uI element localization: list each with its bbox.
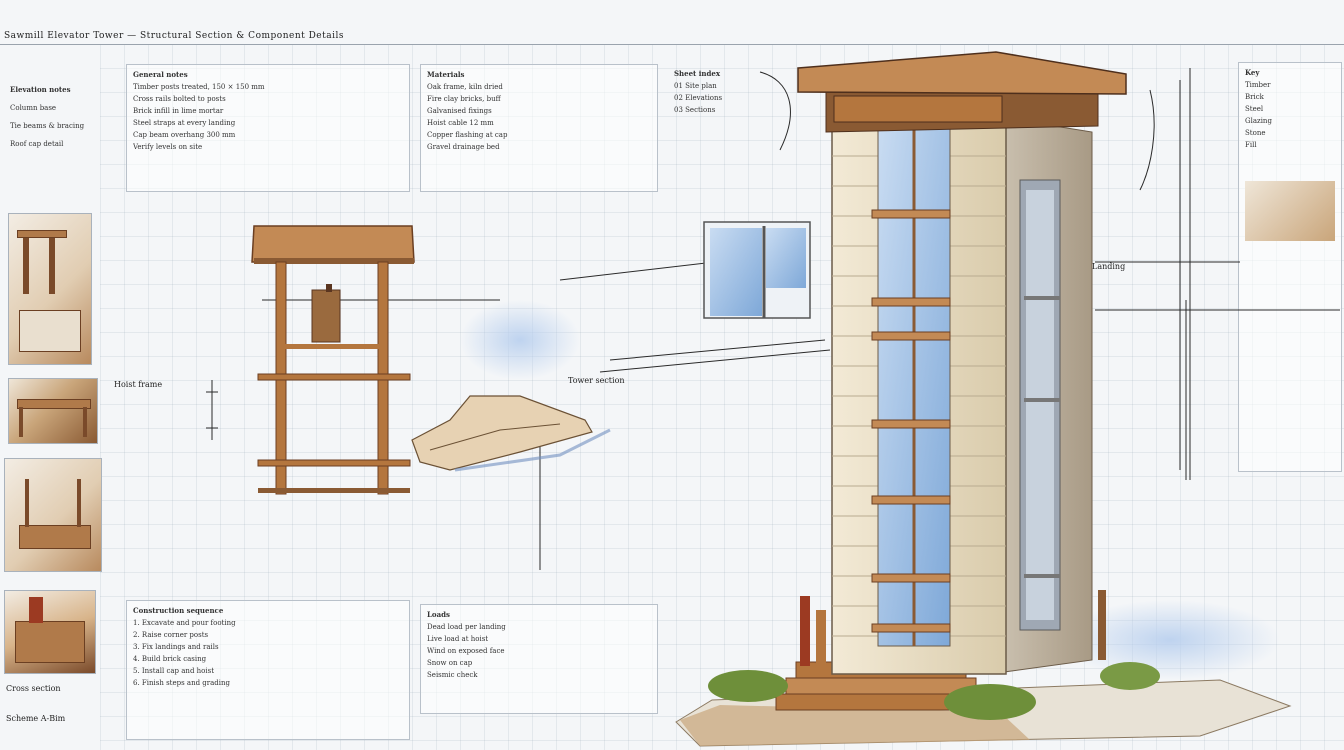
notes-line: Gravel drainage bed bbox=[427, 143, 500, 151]
notes-heading: Key bbox=[1245, 68, 1260, 77]
callout-label: Tower section bbox=[568, 376, 625, 385]
notes-line: 5. Install cap and hoist bbox=[133, 667, 215, 675]
sidebar-header-line: Elevation notes bbox=[10, 85, 71, 94]
dimension-ticks bbox=[206, 300, 1187, 480]
sidebar-header-line: Roof cap detail bbox=[10, 140, 64, 148]
notes-heading: Construction sequence bbox=[133, 606, 224, 615]
notes-line: Stone bbox=[1245, 129, 1266, 137]
sidebar-footer-line: Scheme A-Bim bbox=[6, 714, 66, 723]
sidebar-header: Elevation notes Column base Tie beams & … bbox=[4, 80, 94, 198]
title-strip: Sawmill Elevator Tower — Structural Sect… bbox=[0, 28, 1344, 45]
notes-line: Wind on exposed face bbox=[427, 647, 505, 655]
notes-bottom-sequence: Construction sequence 1. Excavate and po… bbox=[126, 600, 410, 740]
notes-line: Cap beam overhang 300 mm bbox=[133, 131, 236, 139]
notes-line: Steel bbox=[1245, 105, 1264, 113]
notes-line: Hoist cable 12 mm bbox=[427, 119, 494, 127]
notes-heading: Sheet index bbox=[674, 69, 720, 78]
callout-label: Landing bbox=[1092, 262, 1126, 271]
notes-line: Timber posts treated, 150 × 150 mm bbox=[133, 83, 265, 91]
title-strip-text: Sawmill Elevator Tower — Structural Sect… bbox=[4, 31, 344, 41]
notes-line: Galvanised fixings bbox=[427, 107, 492, 115]
notes-panel-materials: Materials Oak frame, kiln dried Fire cla… bbox=[420, 64, 658, 192]
thumbnail-base-footing[interactable] bbox=[4, 458, 102, 572]
notes-line: Brick bbox=[1245, 93, 1264, 101]
notes-line: Snow on cap bbox=[427, 659, 473, 667]
notes-line: Seismic check bbox=[427, 671, 478, 679]
notes-line: 6. Finish steps and grading bbox=[133, 679, 231, 687]
notes-panel-general: General notes Timber posts treated, 150 … bbox=[126, 64, 410, 192]
notes-line: Timber bbox=[1245, 81, 1271, 89]
notes-line: Steel straps at every landing bbox=[133, 119, 236, 127]
notes-line: 01 Site plan bbox=[674, 82, 717, 90]
notes-line: 03 Sections bbox=[674, 106, 716, 114]
notes-line: 4. Build brick casing bbox=[133, 655, 207, 663]
sidebar-header-line: Column base bbox=[10, 104, 57, 112]
notes-line: Dead load per landing bbox=[427, 623, 506, 631]
highlight-glow bbox=[460, 300, 580, 380]
thumbnail-frame-profile[interactable] bbox=[8, 378, 98, 444]
notes-line: 2. Raise corner posts bbox=[133, 631, 209, 639]
notes-line: Fill bbox=[1245, 141, 1257, 149]
notes-line: 1. Excavate and pour footing bbox=[133, 619, 236, 627]
notes-line: Fire clay bricks, buff bbox=[427, 95, 501, 103]
notes-line: 02 Elevations bbox=[674, 94, 723, 102]
thumbnail-hoist[interactable] bbox=[8, 213, 92, 365]
notes-line: Verify levels on site bbox=[133, 143, 203, 151]
notes-line: Cross rails bolted to posts bbox=[133, 95, 226, 103]
hoist-frame-illustration bbox=[251, 225, 415, 495]
window-sketch bbox=[703, 221, 811, 319]
notes-line: 3. Fix landings and rails bbox=[133, 643, 219, 651]
notes-line: Brick infill in lime mortar bbox=[133, 107, 224, 115]
callout-label: Hoist frame bbox=[114, 380, 163, 389]
thumbnail-section[interactable] bbox=[4, 590, 96, 674]
notes-heading: General notes bbox=[133, 70, 188, 79]
sidebar-footer-line: Cross section bbox=[6, 684, 61, 693]
stone-sketch bbox=[411, 395, 611, 472]
notes-line: Copper flashing at cap bbox=[427, 131, 508, 139]
key-sketch bbox=[1245, 181, 1335, 241]
ground-shadow bbox=[1060, 600, 1280, 680]
notes-bottom-loads: Loads Dead load per landing Live load at… bbox=[420, 604, 658, 714]
leader-lines bbox=[262, 68, 1340, 570]
notes-heading: Loads bbox=[427, 610, 450, 619]
notes-line: Live load at hoist bbox=[427, 635, 489, 643]
notes-panel-index: Sheet index 01 Site plan 02 Elevations 0… bbox=[668, 64, 768, 192]
tower-illustration bbox=[675, 51, 1292, 747]
notes-heading: Materials bbox=[427, 70, 465, 79]
sidebar-header-line: Tie beams & bracing bbox=[10, 122, 85, 130]
notes-line: Glazing bbox=[1245, 117, 1272, 125]
notes-panel-key: Key Timber Brick Steel Glazing Stone Fil… bbox=[1238, 62, 1342, 472]
notes-line: Oak frame, kiln dried bbox=[427, 83, 503, 91]
